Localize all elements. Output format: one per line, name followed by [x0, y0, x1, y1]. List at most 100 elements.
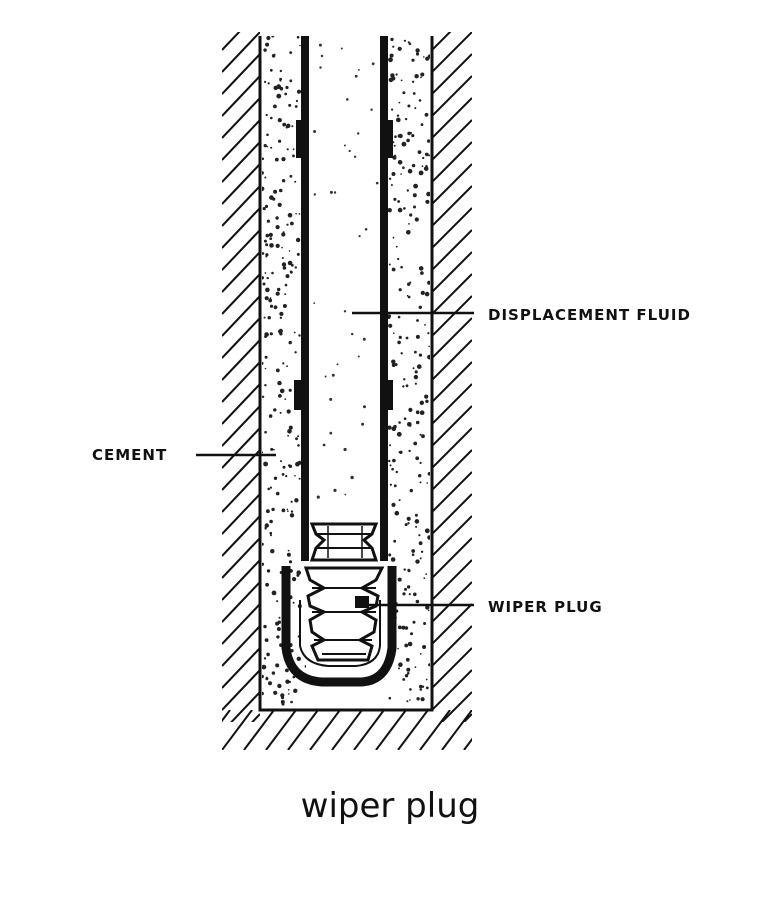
speckle-dot: [391, 172, 396, 176]
speckle-dot: [289, 174, 293, 178]
speckle-dot: [266, 145, 269, 148]
speckle-dot: [262, 562, 265, 566]
speckle-dot: [370, 665, 373, 668]
speckle-dot: [288, 464, 291, 467]
hatch-line: [432, 493, 472, 535]
speckle-dot: [289, 51, 293, 54]
speckle-dot: [408, 593, 411, 596]
speckle-dot: [298, 213, 301, 215]
speckle-dot: [333, 488, 337, 492]
speckle-dot: [394, 510, 400, 516]
speckle-dot: [392, 458, 396, 463]
speckle-dot: [350, 704, 352, 706]
speckle-dot: [340, 47, 343, 50]
speckle-dot: [414, 74, 419, 79]
speckle-dot: [398, 421, 401, 424]
speckle-dot: [413, 183, 418, 189]
speckle-dot: [424, 112, 429, 117]
borehole-wall: [258, 36, 434, 712]
hatch-line: [432, 603, 472, 645]
speckle-dot: [418, 541, 423, 546]
speckle-dot: [419, 557, 422, 560]
speckle-dot: [266, 569, 271, 573]
speckle-dot: [262, 451, 264, 454]
speckle-dot: [282, 304, 287, 308]
speckle-dot: [273, 53, 276, 56]
speckle-dot: [421, 165, 424, 168]
speckle-dot: [399, 688, 403, 692]
speckle-dot: [288, 388, 292, 392]
speckle-dot: [290, 500, 293, 503]
speckle-dot: [276, 627, 281, 631]
speckle-dot: [397, 577, 402, 582]
speckle-dot: [279, 86, 284, 91]
speckle-dot: [265, 677, 269, 681]
speckle-dot: [418, 305, 422, 309]
hatch-line: [222, 207, 260, 249]
hatch-line: [222, 75, 260, 117]
speckle-dot: [391, 667, 395, 671]
speckle-dot: [343, 144, 346, 147]
speckle-dot: [297, 435, 300, 438]
speckle-dot: [277, 118, 282, 123]
speckle-dot: [412, 367, 415, 370]
speckle-dot: [281, 246, 283, 249]
speckle-dot: [329, 431, 333, 435]
speckle-dot: [398, 499, 401, 502]
speckle-dot: [270, 447, 274, 451]
speckle-dot: [402, 592, 406, 596]
hatch-line: [432, 251, 472, 293]
speckle-dot: [284, 92, 288, 96]
speckle-dot: [333, 702, 335, 704]
speckle-dot: [262, 171, 264, 175]
speckle-dot: [407, 641, 413, 647]
speckle-dot: [296, 656, 301, 661]
speckle-dot: [407, 168, 413, 174]
speckle-dot: [265, 42, 270, 47]
speckle-dot: [353, 155, 357, 158]
speckle-dot: [411, 134, 415, 138]
speckle-dot: [289, 513, 295, 518]
speckle-dot: [351, 689, 353, 691]
speckle-dot: [295, 99, 298, 103]
speckle-dot: [362, 337, 366, 341]
hatch-line: [432, 537, 472, 579]
speckle-dot: [285, 475, 288, 478]
hatch-line: [309, 710, 341, 750]
hatch-line: [432, 559, 472, 601]
speckle-dot: [424, 394, 429, 399]
hatch-line: [432, 471, 472, 513]
speckle-dot: [266, 652, 270, 657]
speckle-dot: [415, 410, 420, 415]
label-wiper-plug: WIPER PLUG: [488, 598, 603, 616]
speckle-dot: [405, 657, 410, 662]
casing-collar-right-upper: [385, 120, 393, 158]
speckle-dot: [266, 36, 271, 41]
speckle-dot: [400, 173, 402, 175]
speckle-dot: [273, 408, 277, 412]
speckle-dot: [418, 170, 424, 176]
speckle-dot: [277, 287, 281, 292]
speckle-dot: [419, 410, 425, 416]
casing-collar-right-lower: [385, 380, 393, 410]
speckle-dot: [415, 456, 420, 461]
speckle-dot: [427, 609, 430, 612]
speckle-dot: [344, 692, 346, 694]
speckle-dot: [361, 422, 365, 426]
hatch-line: [432, 515, 472, 557]
speckle-dot: [427, 280, 430, 285]
speckle-dot: [415, 48, 420, 53]
speckle-dot: [393, 144, 396, 147]
speckle-dot: [295, 437, 298, 441]
speckle-dot: [262, 207, 266, 211]
hatch-line: [222, 97, 260, 139]
speckle-dot: [400, 352, 403, 355]
speckle-dot: [391, 267, 396, 272]
hatch-line: [222, 625, 260, 667]
hatch-line: [432, 97, 472, 139]
speckle-dot: [318, 43, 322, 47]
hatch-line: [397, 710, 429, 750]
hatch-line: [222, 537, 260, 579]
speckle-dot: [358, 69, 360, 71]
speckle-dot: [401, 141, 407, 147]
